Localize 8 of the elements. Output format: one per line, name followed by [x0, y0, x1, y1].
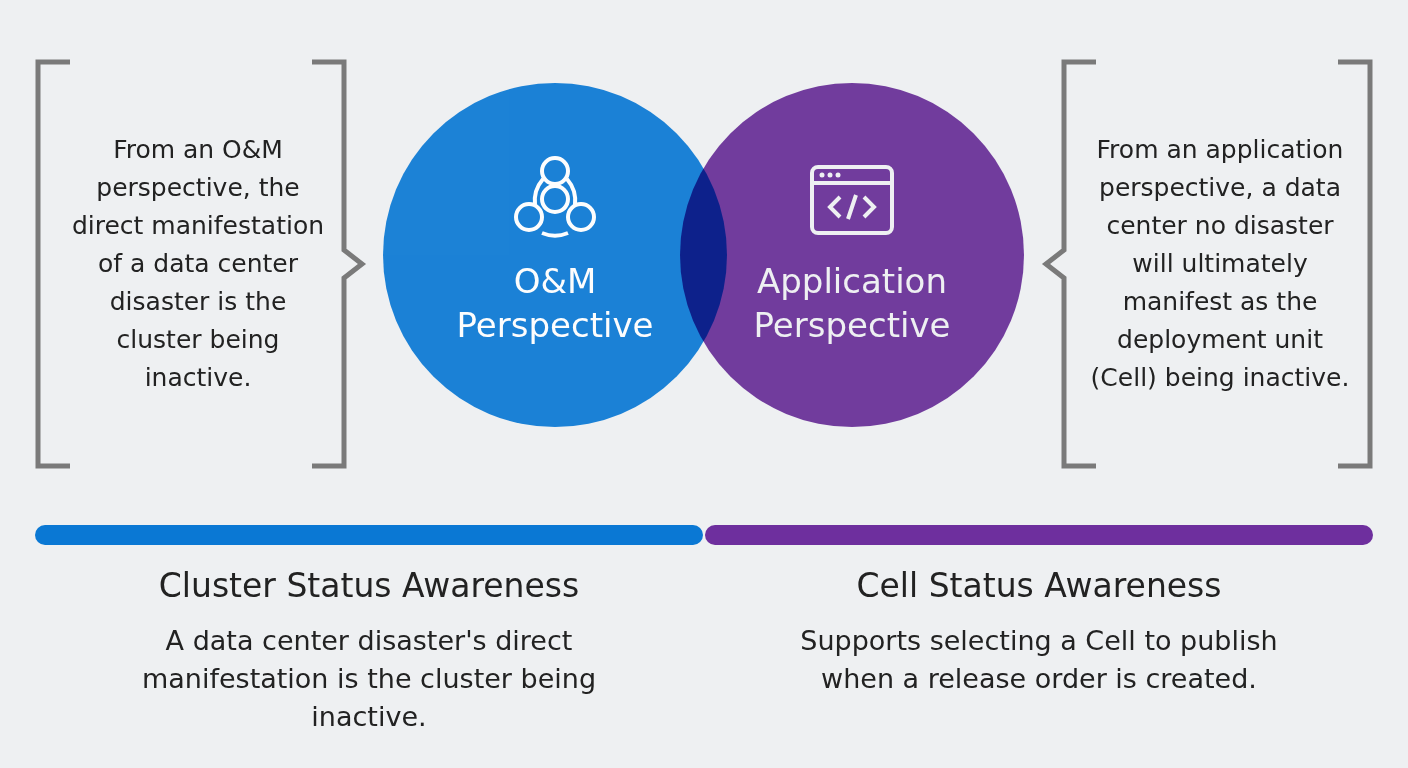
callout-text: From an application perspective, a data center no disaster will ultimately manifest as the deployment unit (Cell) being inactive.: [1090, 134, 1350, 394]
callout-text: From an O&M perspective, the direct manifestation of a data center disaster is the cluster being inactive.: [70, 134, 326, 394]
circle-label: Application Perspective: [752, 260, 952, 347]
section-heading: Cluster Status Awareness: [157, 566, 581, 605]
section-description: A data center disaster's direct manifestation is the cluster being inactive.: [141, 624, 597, 734]
section-description: Supports selecting a Cell to publish when a release order is created.: [799, 624, 1279, 696]
section-heading: Cell Status Awareness: [855, 566, 1223, 605]
circle-label: O&M Perspective: [455, 260, 655, 347]
